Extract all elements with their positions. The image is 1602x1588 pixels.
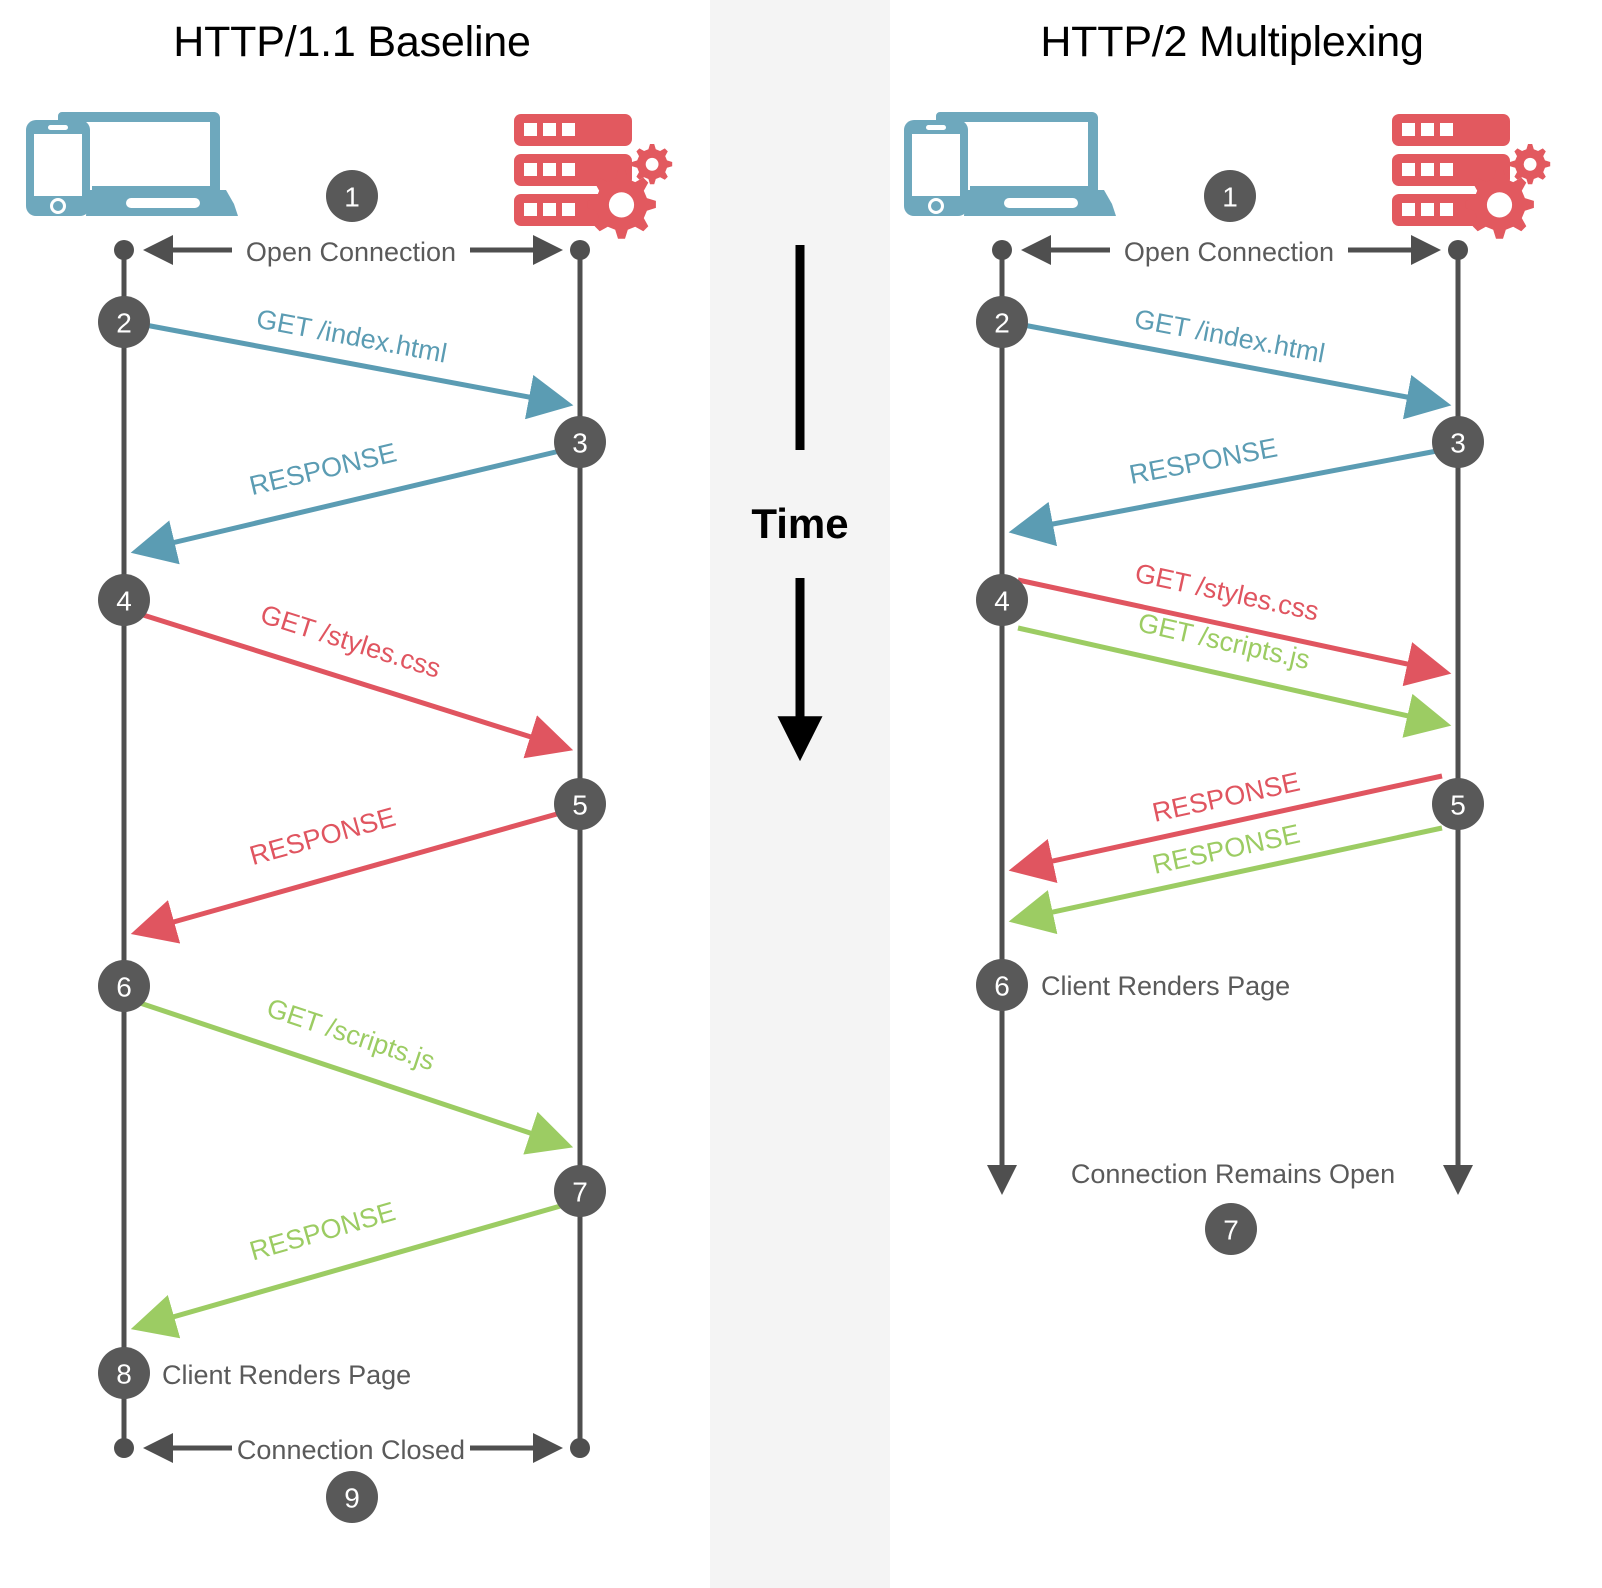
badge-2-number: 2 (116, 308, 132, 339)
badge-7-number: 7 (572, 1177, 588, 1208)
badge-8-number: 8 (116, 1359, 132, 1390)
connection-closed-label: Connection Closed (237, 1435, 465, 1465)
client-renders-page-note-2: Client Renders Page (1041, 971, 1290, 1001)
badge-5-right-number: 5 (1450, 790, 1466, 821)
badge-7-right (1205, 1203, 1257, 1255)
badge-3-right-number: 3 (1450, 428, 1466, 459)
badge-4-right-number: 4 (994, 586, 1010, 617)
badge-6-number: 6 (116, 972, 132, 1003)
connection-remains-open-label: Connection Remains Open (1071, 1159, 1395, 1189)
badge-1 (326, 170, 378, 222)
open-connection-label-2: Open Connection (1124, 237, 1334, 267)
badge-7 (554, 1165, 606, 1217)
panel-title-http11: HTTP/1.1 Baseline (173, 18, 530, 66)
badge-3-number: 3 (572, 428, 588, 459)
badge-5-right (1432, 778, 1484, 830)
badge-9-number: 9 (344, 1483, 360, 1514)
badge-3-right (1432, 416, 1484, 468)
time-axis-label: Time (751, 500, 848, 547)
badge-4-number: 4 (116, 586, 132, 617)
badge-3 (554, 416, 606, 468)
badge-4-right (976, 574, 1028, 626)
open-connection-row: Open Connection 1 (143, 170, 563, 267)
connection-closed-row: Connection Closed 9 (143, 1433, 563, 1523)
badge-6-right-number: 6 (994, 971, 1010, 1002)
panel-title-http2: HTTP/2 Multiplexing (1040, 18, 1423, 66)
badge-8 (98, 1347, 150, 1399)
client-lifeline-start-dot-2 (992, 240, 1012, 260)
server-lifeline-end-dot (570, 1438, 590, 1458)
client-renders-page-note: Client Renders Page (162, 1360, 411, 1390)
open-connection-row-2: Open Connection 1 (1021, 170, 1441, 267)
badge-1-right (1204, 170, 1256, 222)
open-connection-label: Open Connection (246, 237, 456, 267)
time-divider-band (710, 0, 890, 1588)
client-lifeline-start-dot (114, 240, 134, 260)
badge-4 (98, 574, 150, 626)
badge-6-right (976, 959, 1028, 1011)
badge-1-right-number: 1 (1222, 182, 1238, 213)
badge-5 (554, 778, 606, 830)
badge-2-right-number: 2 (994, 308, 1010, 339)
badge-2-right (976, 296, 1028, 348)
badge-5-number: 5 (572, 790, 588, 821)
badge-2 (98, 296, 150, 348)
badge-7-right-number: 7 (1223, 1215, 1239, 1246)
server-lifeline-start-dot-2 (1448, 240, 1468, 260)
badge-6 (98, 960, 150, 1012)
time-axis: Time (751, 245, 849, 762)
badge-9 (326, 1471, 378, 1523)
server-lifeline-start-dot (570, 240, 590, 260)
client-lifeline-end-dot (114, 1438, 134, 1458)
badge-1-number: 1 (344, 182, 360, 213)
